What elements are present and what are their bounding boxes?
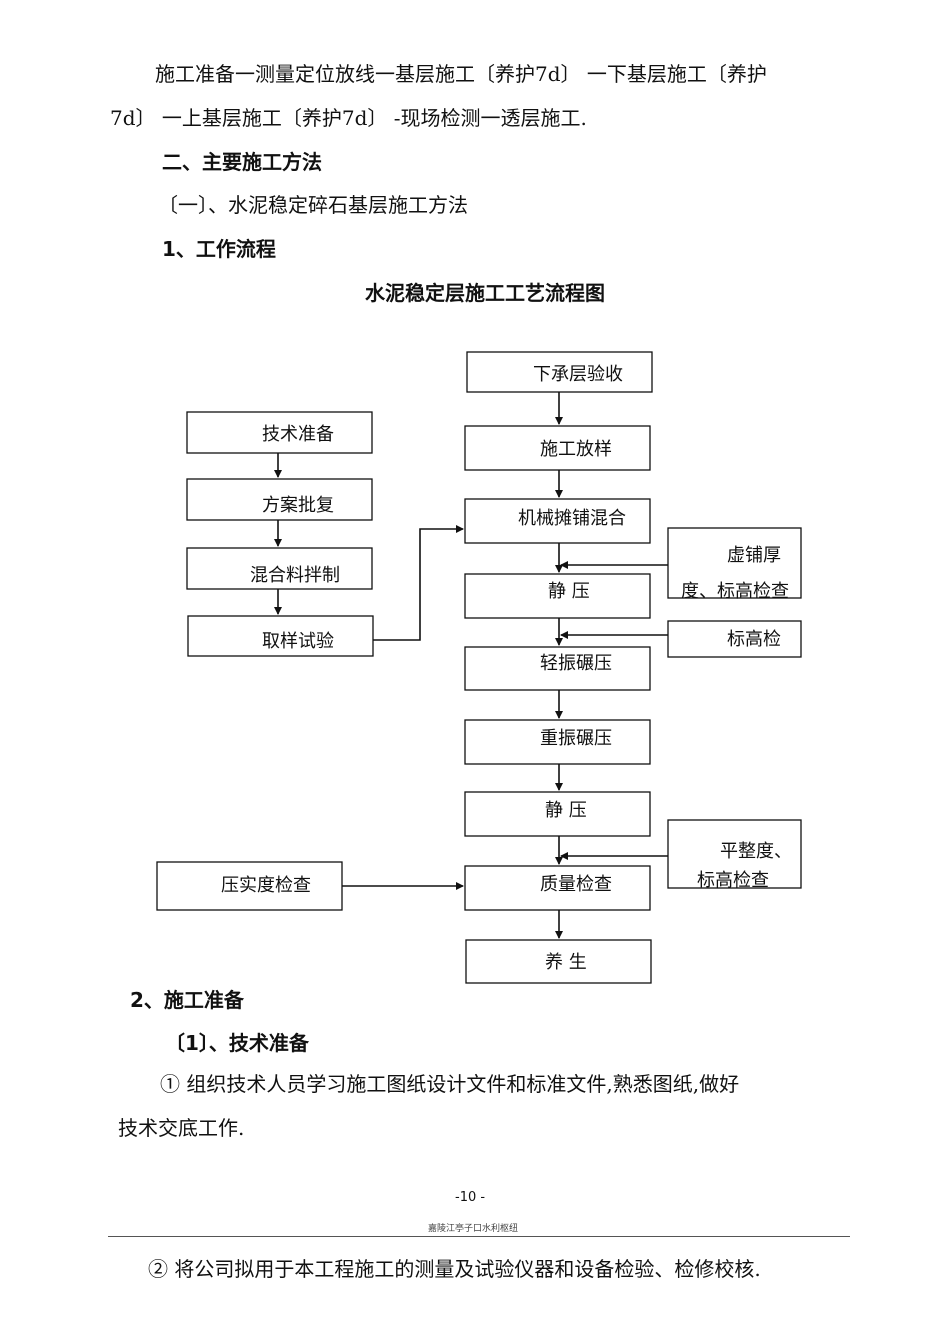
box-flatness-elevation-check: 平整度、 标高检查	[667, 819, 802, 891]
heading-technical-prep: 〔1〕、技术准备	[165, 1031, 309, 1055]
svg-text:标高检: 标高检	[727, 629, 781, 650]
svg-text:轻振碾压: 轻振碾压	[540, 653, 612, 674]
svg-text:重振碾压: 重振碾压	[540, 728, 612, 749]
footer-org-name: 嘉陵江亭子口水利枢纽	[428, 1224, 519, 1234]
svg-text:技术准备: 技术准备	[262, 424, 334, 445]
svg-text:静 压: 静 压	[548, 581, 590, 602]
paragraph-1-line-2: 7d〕 一上基层施工〔养护7d〕 -现场检测一透层施工.	[110, 106, 587, 130]
svg-text:机械摊铺混合: 机械摊铺混合	[518, 508, 626, 529]
box-curing: 养 生	[465, 939, 652, 984]
box-light-vibration: 轻振碾压	[464, 646, 651, 691]
svg-text:虚铺厚: 虚铺厚	[727, 545, 781, 566]
svg-text:下承层验收: 下承层验收	[533, 364, 623, 385]
box-plan-approval: 方案批复	[186, 478, 373, 521]
flowchart-title: 水泥稳定层施工工艺流程图	[365, 281, 605, 305]
paragraph-1-line-1: 施工准备一测量定位放线一基层施工〔养护7d〕 一下基层施工〔养护	[155, 62, 767, 86]
heading-workflow: 1、工作流程	[162, 237, 276, 261]
box-heavy-vibration: 重振碾压	[464, 719, 651, 765]
box-quality-check: 质量检查	[464, 865, 651, 911]
box-subgrade-acceptance: 下承层验收	[466, 351, 653, 393]
heading-construction-prep: 2、施工准备	[130, 988, 244, 1012]
svg-text:度、标高检查: 度、标高检查	[681, 581, 789, 602]
svg-text:取样试验: 取样试验	[262, 631, 334, 652]
box-sampling-test: 取样试验	[187, 615, 374, 657]
arrow-sampling-to-paving	[373, 525, 464, 641]
footer-divider	[108, 1236, 850, 1237]
box-mixing: 混合料拌制	[186, 547, 373, 590]
list-item-1-line-2: 技术交底工作.	[118, 1116, 245, 1140]
page-number: -10 -	[455, 1190, 486, 1205]
box-machine-paving: 机械摊铺混合	[464, 498, 651, 544]
svg-text:静 压: 静 压	[545, 800, 587, 821]
process-flowchart: 技术准备 方案批复 混合料拌制 取样试验 压实度检查 下承层验收 施工放样 机械…	[156, 351, 802, 984]
svg-text:混合料拌制: 混合料拌制	[250, 565, 340, 586]
box-elevation-check: 标高检	[667, 620, 802, 658]
box-staking-out: 施工放样	[464, 425, 651, 471]
box-static-press-1: 静 压	[464, 573, 651, 619]
svg-text:养 生: 养 生	[545, 952, 587, 973]
box-compaction-check: 压实度检查	[156, 861, 343, 911]
heading-main-methods: 二、主要施工方法	[162, 150, 322, 174]
box-static-press-2: 静 压	[464, 791, 651, 837]
heading-cement-base-method: 〔一〕、水泥稳定碎石基层施工方法	[158, 193, 468, 217]
list-item-2: ② 将公司拟用于本工程施工的测量及试验仪器和设备检验、检修校核.	[148, 1257, 761, 1281]
svg-text:质量检查: 质量检查	[540, 874, 612, 895]
svg-text:施工放样: 施工放样	[540, 439, 612, 460]
list-item-1-line-1: ① 组织技术人员学习施工图纸设计文件和标准文件,熟悉图纸,做好	[160, 1072, 740, 1096]
svg-text:标高检查: 标高检查	[697, 870, 769, 891]
box-thickness-elevation-check: 虚铺厚 度、标高检查	[667, 527, 802, 602]
svg-text:压实度检查: 压实度检查	[221, 875, 311, 896]
box-tech-prep: 技术准备	[186, 411, 373, 454]
svg-text:方案批复: 方案批复	[262, 495, 334, 516]
svg-text:平整度、: 平整度、	[720, 841, 792, 862]
